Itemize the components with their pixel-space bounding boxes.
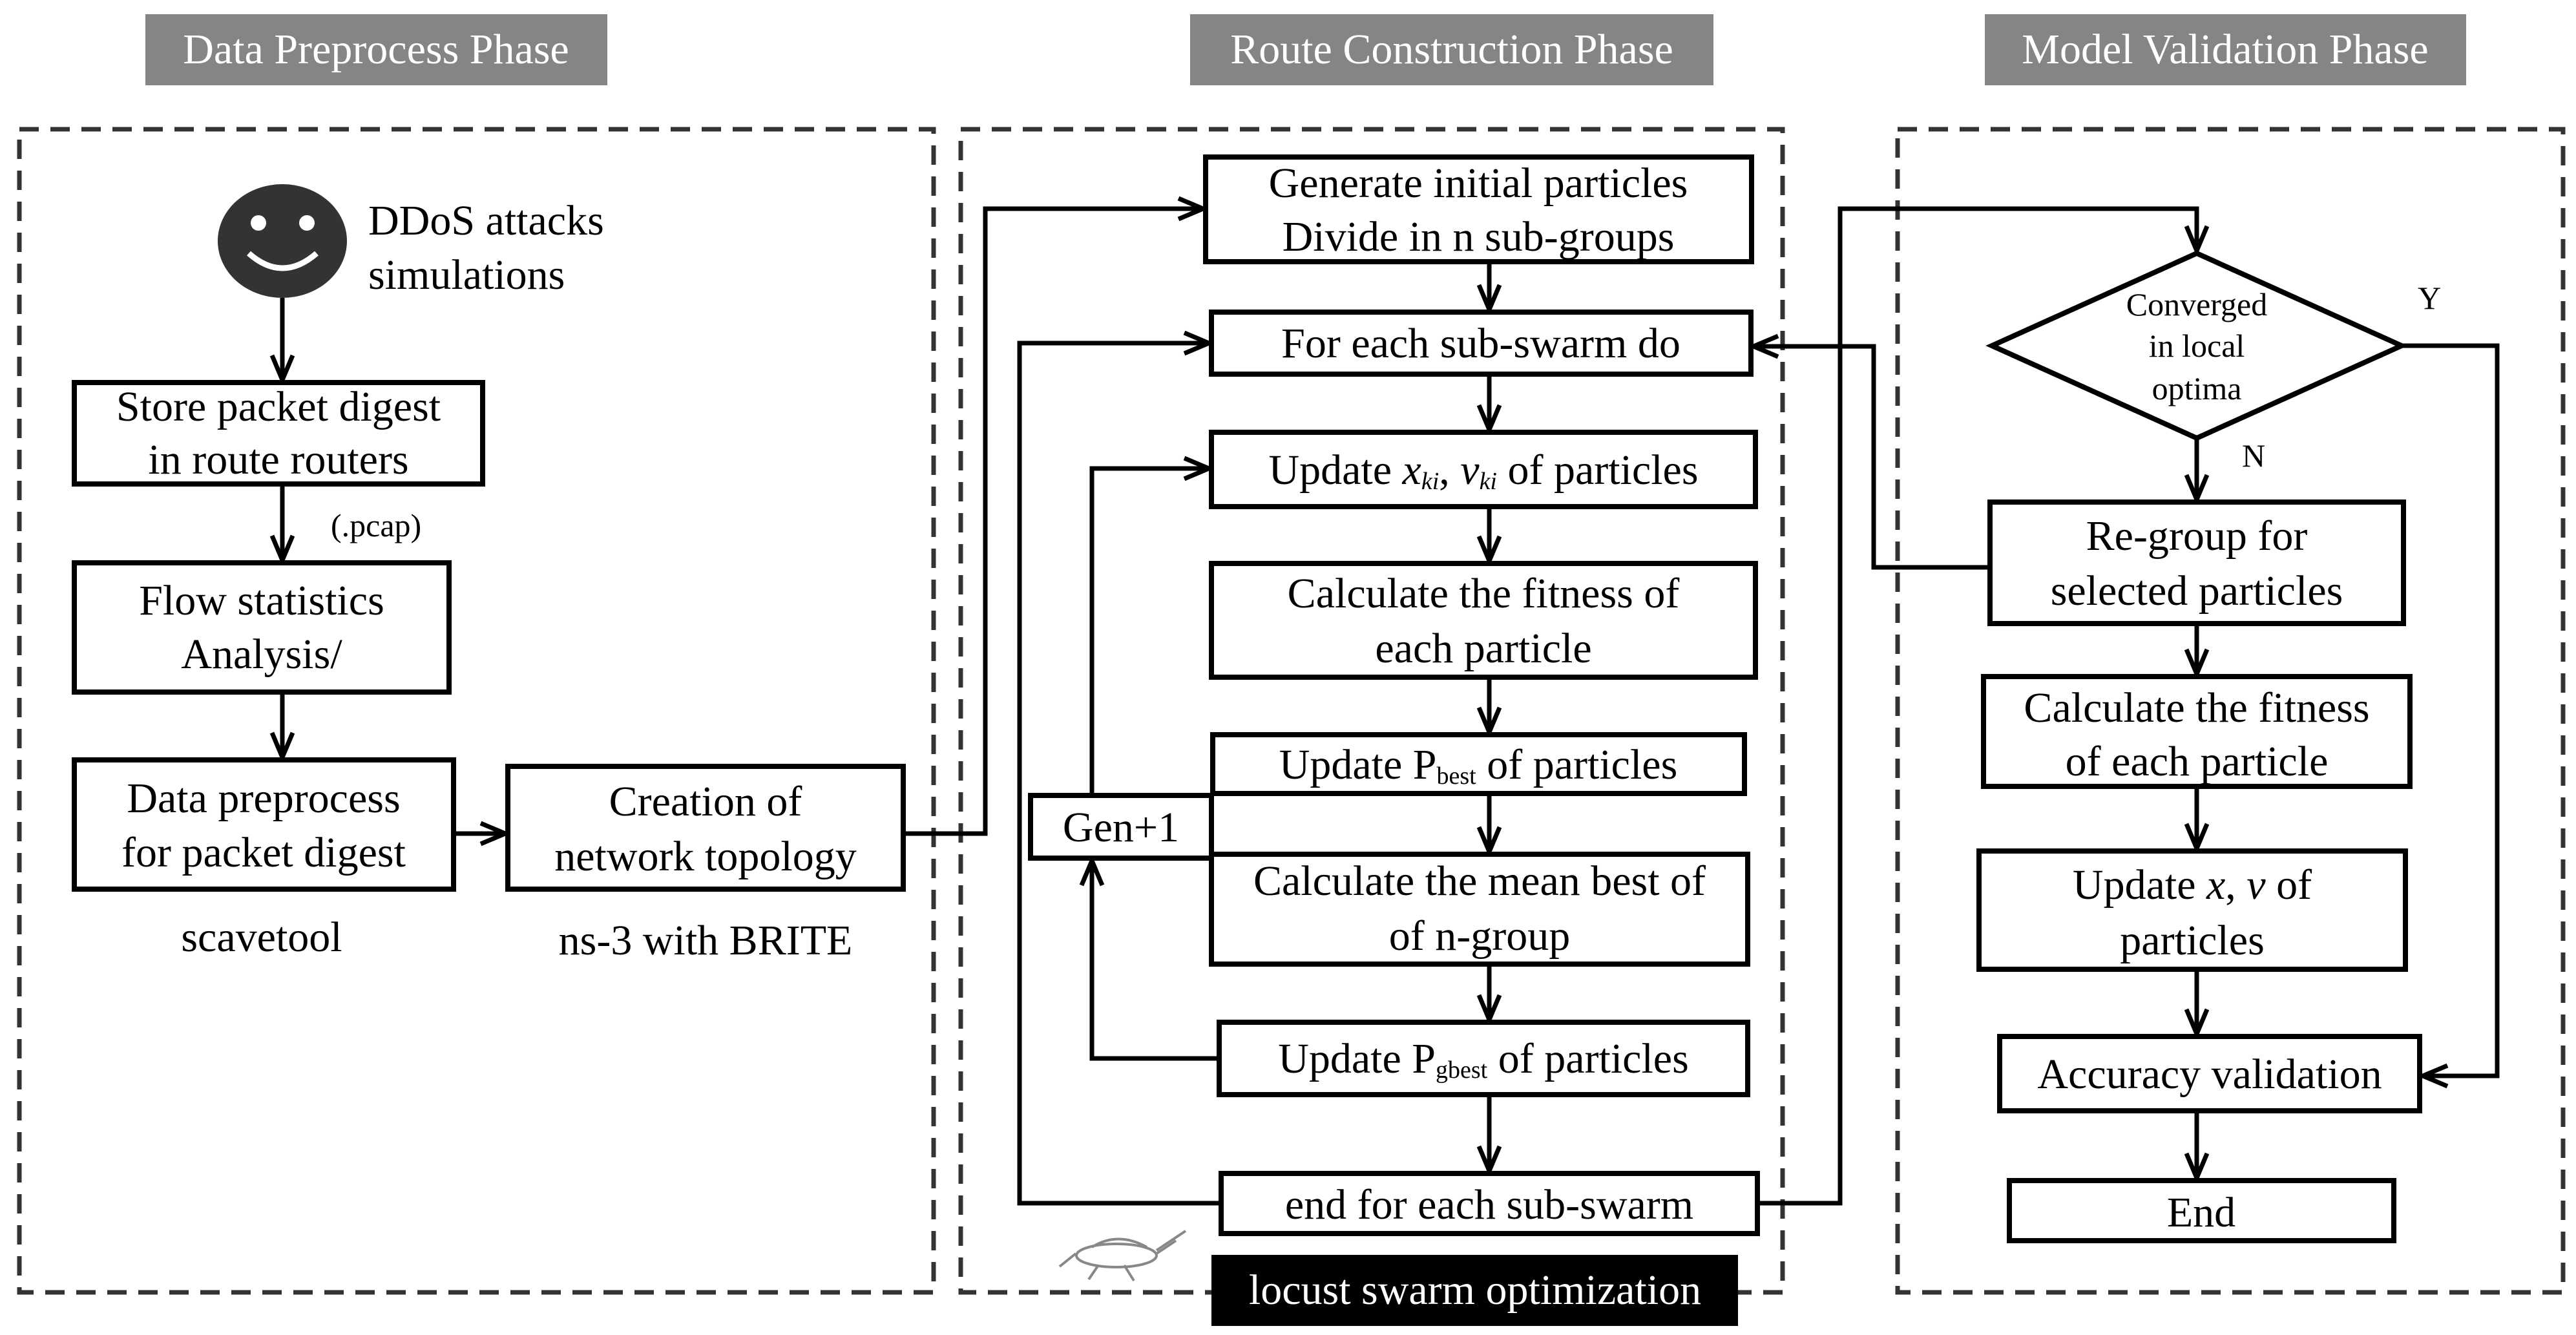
no-label: N <box>2242 437 2265 474</box>
validation-update-box: Update x, v of particles <box>1976 848 2408 972</box>
svg-text:For each sub-swarm do: For each sub-swarm do <box>1281 320 1681 367</box>
for-each-subswarm-box: For each sub-swarm do <box>1209 310 1754 377</box>
svg-text:Data preprocess: Data preprocess <box>127 775 400 822</box>
panel-preprocess <box>17 127 936 1295</box>
svg-text:of each particle: of each particle <box>2066 738 2329 785</box>
phase-title-preprocess: Data Preprocess Phase <box>183 26 569 73</box>
svg-text:Analysis/: Analysis/ <box>181 631 342 678</box>
svg-text:of n-group: of n-group <box>1389 912 1570 960</box>
attacker-label-line1: DDoS attacks <box>368 197 604 244</box>
arrow-end-to-foreach <box>1017 343 1221 1206</box>
svg-text:Accuracy validation: Accuracy validation <box>2037 1051 2382 1098</box>
end-for-each-box: end for each sub-swarm <box>1219 1171 1760 1236</box>
locust-swarm-optimization-label: locust swarm optimization <box>1211 1255 1738 1326</box>
arrow-gen-to-update-xv <box>1089 468 1209 795</box>
svg-text:each particle: each particle <box>1375 625 1591 672</box>
arrow-end-to-converged <box>1757 206 2197 1206</box>
svg-text:network topology: network topology <box>554 833 856 880</box>
update-pbest-box: Update Pbest of particles <box>1210 732 1747 796</box>
phase-header-route: Route Construction Phase <box>1190 14 1713 85</box>
svg-text:Store packet digest: Store packet digest <box>116 383 441 430</box>
store-packet-digest-box: Store packet digest in route routers <box>72 380 485 487</box>
panel-route <box>958 127 1785 1295</box>
locust-icon <box>1058 1230 1187 1282</box>
gen-plus-one-box: Gen+1 <box>1028 793 1214 861</box>
generate-particles-box: Generate initial particles Divide in n s… <box>1203 154 1754 264</box>
svg-text:Calculate the mean best of: Calculate the mean best of <box>1253 857 1706 905</box>
svg-text:Gen+1: Gen+1 <box>1063 804 1179 851</box>
attacker-label-line2: simulations <box>368 251 565 299</box>
regroup-box: Re-group for selected particles <box>1987 499 2406 626</box>
svg-text:in local: in local <box>2149 328 2245 364</box>
network-topology-box: Creation of network topology <box>505 764 906 892</box>
attacker-icon <box>218 184 347 298</box>
panel-validation <box>1895 127 2566 1295</box>
update-pgbest-box: Update Pgbest of particles <box>1217 1020 1750 1097</box>
converged-decision-diamond: Converged in local optima <box>1985 250 2408 441</box>
svg-text:End: End <box>2167 1189 2236 1236</box>
phase-title-validation: Model Validation Phase <box>2022 26 2428 73</box>
arrow-topology-to-generate <box>903 209 1203 836</box>
accuracy-validation-box: Accuracy validation <box>1997 1034 2422 1113</box>
svg-text:Divide in n sub-groups: Divide in n sub-groups <box>1283 213 1675 260</box>
arrow-converged-yes-to-accuracy <box>2402 343 2500 1076</box>
calculate-mean-best-box: Calculate the mean best of of n-group <box>1209 852 1750 967</box>
svg-text:Converged: Converged <box>2126 286 2267 322</box>
svg-text:in route routers: in route routers <box>148 436 408 483</box>
yes-label: Y <box>2418 280 2441 316</box>
phase-header-validation: Model Validation Phase <box>1985 14 2466 85</box>
flow-statistics-box: Flow statistics Analysis/ <box>72 560 452 695</box>
svg-text:for packet digest: for packet digest <box>121 829 406 876</box>
phase-header-preprocess: Data Preprocess Phase <box>145 14 607 85</box>
svg-text:selected particles: selected particles <box>2051 567 2343 615</box>
svg-text:Update xki, vki of particles: Update xki, vki of particles <box>1268 447 1698 495</box>
ns3-brite-label: ns-3 with BRITE <box>559 917 853 964</box>
svg-text:Re-group for: Re-group for <box>2086 512 2308 560</box>
arrow-regroup-to-foreach <box>1754 346 1990 570</box>
svg-text:Update x, v of: Update x, v of <box>2073 861 2312 909</box>
svg-text:Calculate the fitness of: Calculate the fitness of <box>1288 570 1680 617</box>
svg-text:Update Pbest of particles: Update Pbest of particles <box>1279 741 1678 790</box>
svg-text:optima: optima <box>2152 370 2242 406</box>
update-xv-box: Update xki, vki of particles <box>1209 430 1758 509</box>
data-preprocess-box: Data preprocess for packet digest <box>72 757 456 892</box>
end-box: End <box>2007 1178 2396 1243</box>
svg-text:particles: particles <box>2120 917 2265 964</box>
scavetool-label: scavetool <box>181 914 342 961</box>
svg-text:end for each sub-swarm: end for each sub-swarm <box>1285 1181 1693 1228</box>
phase-title-route: Route Construction Phase <box>1230 26 1673 73</box>
svg-text:Generate initial particles: Generate initial particles <box>1269 160 1688 207</box>
svg-text:locust swarm optimization: locust swarm optimization <box>1249 1267 1701 1314</box>
svg-text:Flow statistics: Flow statistics <box>139 577 384 624</box>
arrow-pgbest-to-gen <box>1092 861 1219 1061</box>
pcap-label: (.pcap) <box>331 507 421 543</box>
svg-text:Calculate the fitness: Calculate the fitness <box>2024 684 2369 731</box>
svg-text:Update Pgbest of particles: Update Pgbest of particles <box>1278 1035 1689 1084</box>
calculate-fitness-box: Calculate the fitness of each particle <box>1209 561 1758 680</box>
validation-fitness-box: Calculate the fitness of each particle <box>1981 674 2413 789</box>
svg-text:Creation of: Creation of <box>609 778 802 825</box>
